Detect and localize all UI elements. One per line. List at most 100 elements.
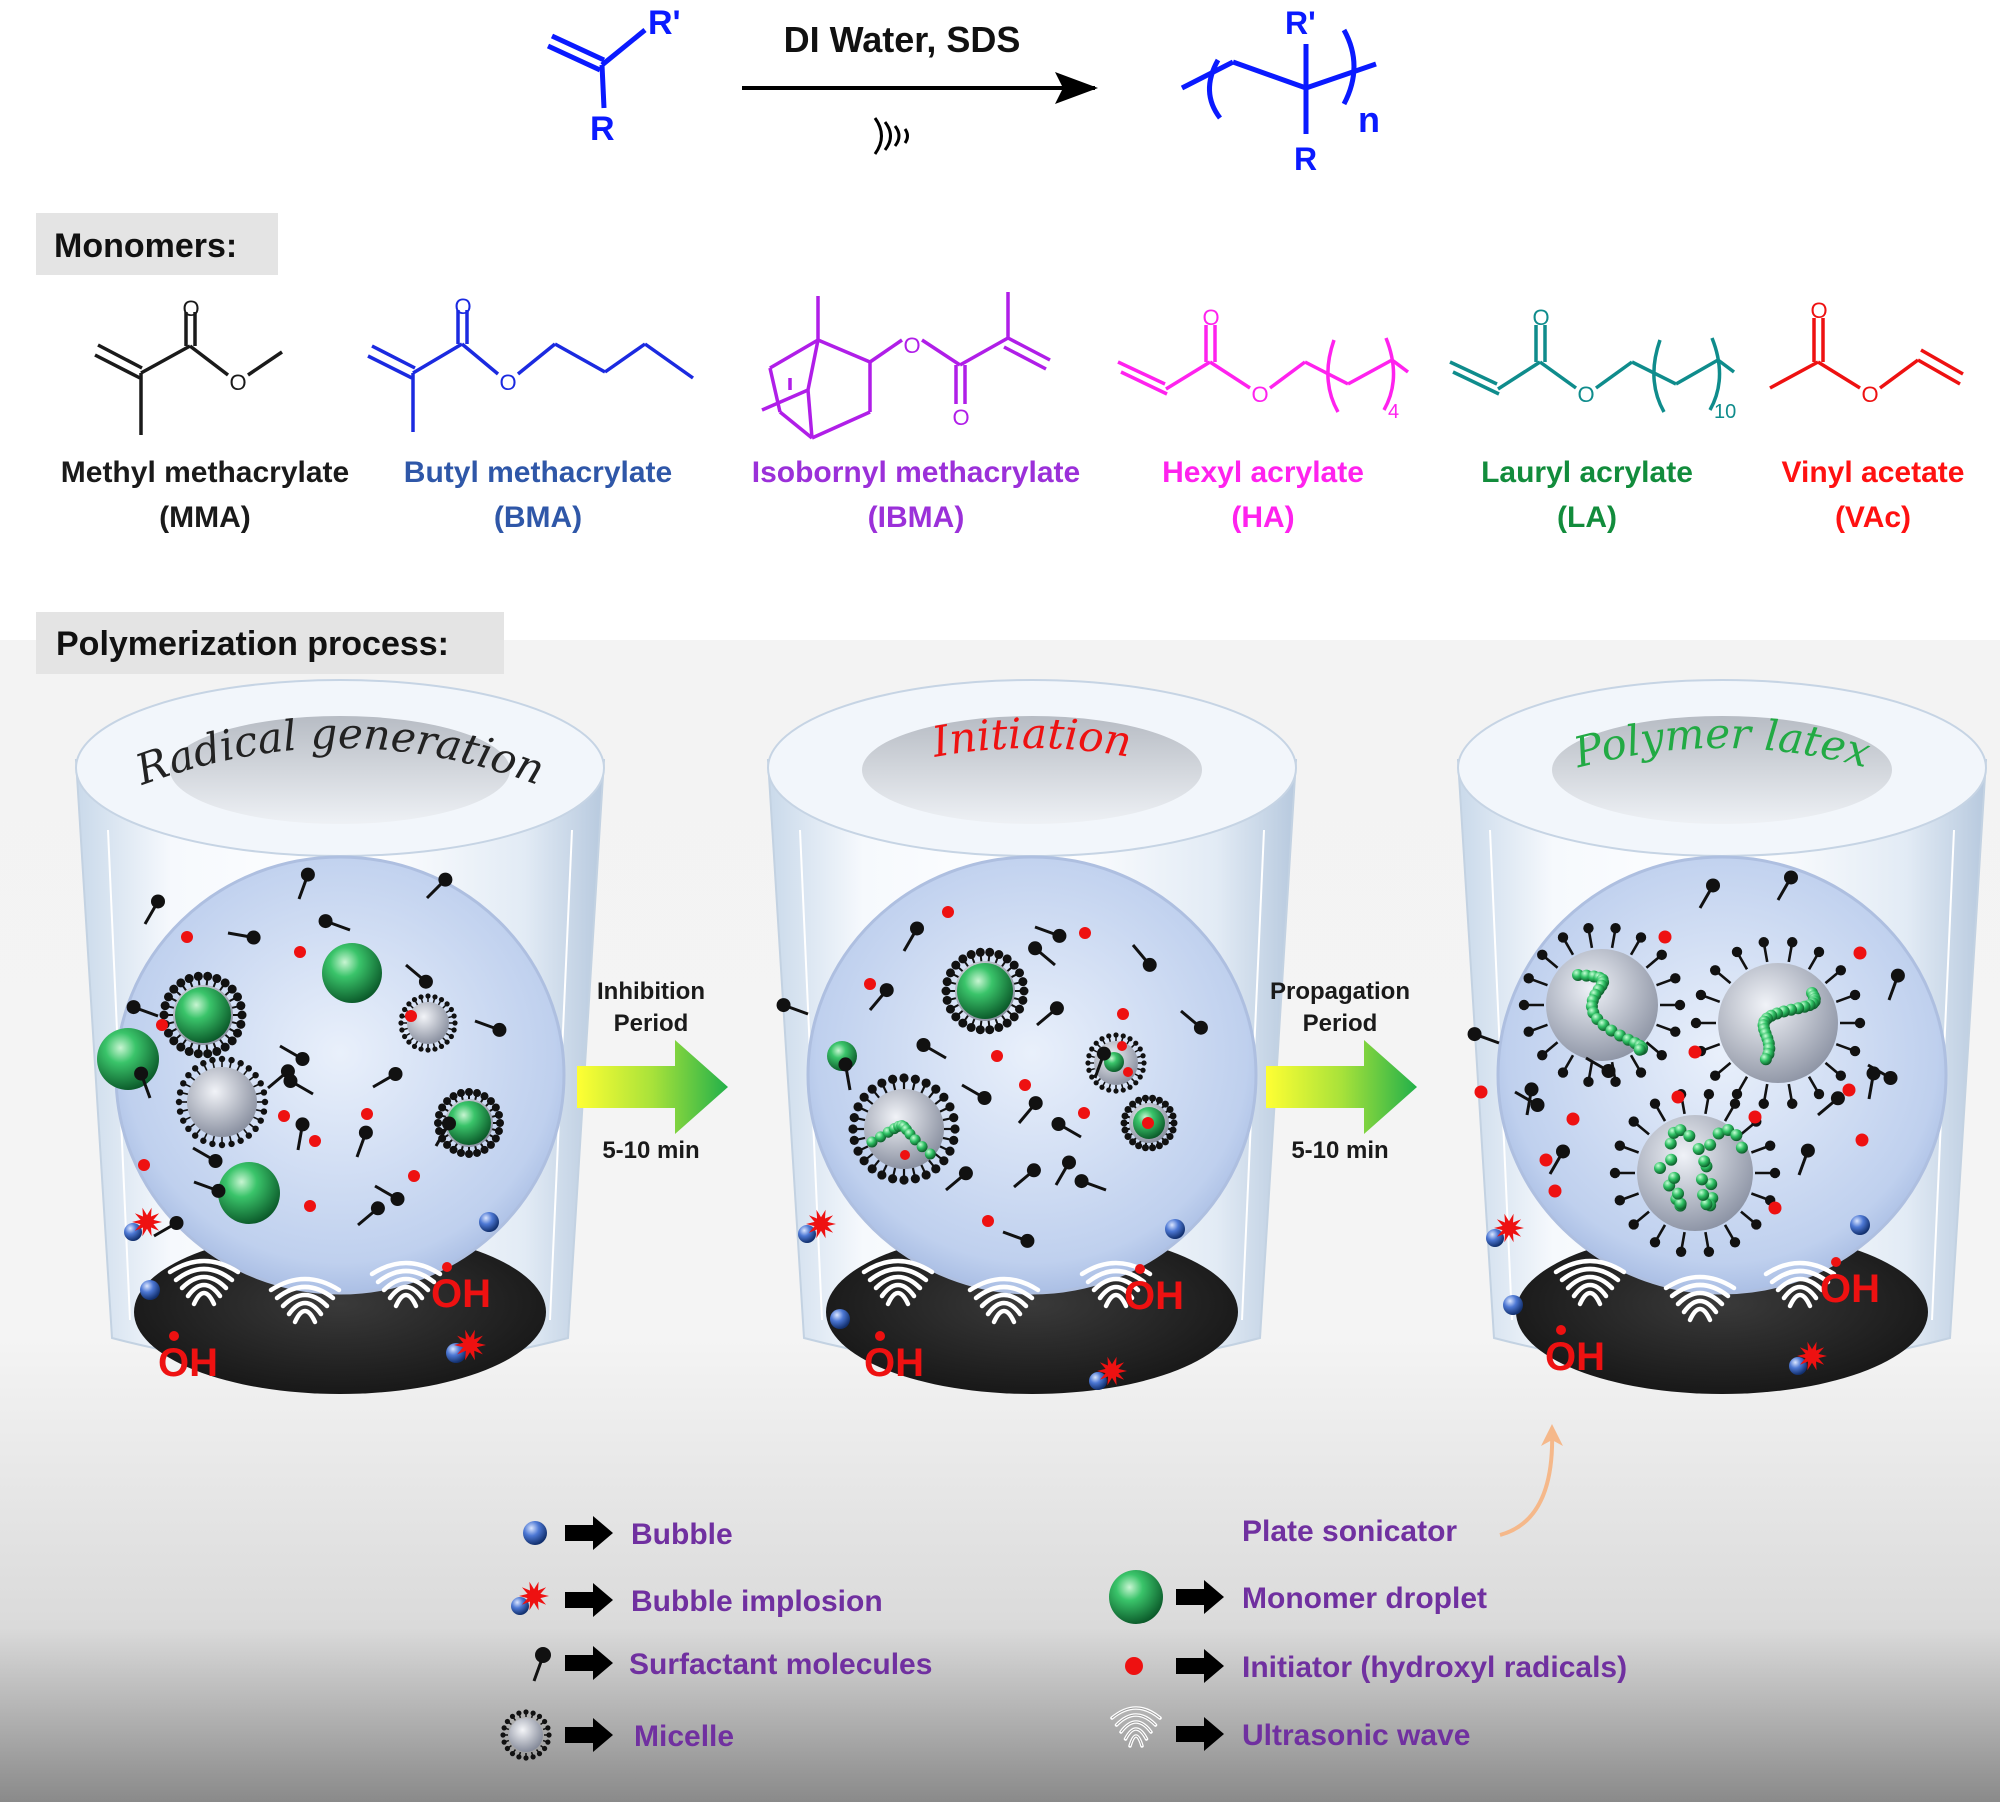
micelle-icon bbox=[509, 1718, 543, 1752]
micelle-surfactant-head bbox=[994, 950, 1004, 960]
mma-ester-o: O bbox=[229, 370, 246, 395]
micelle-surfactant-head bbox=[1854, 1017, 1866, 1029]
polymer-bead bbox=[1665, 1153, 1678, 1166]
reaction-scheme: R' R DI Water, SDS R' R n bbox=[546, 4, 1380, 177]
surfactant-head bbox=[879, 983, 894, 998]
micelle-surfactant-head bbox=[191, 1065, 199, 1072]
radical-dot bbox=[1556, 1325, 1566, 1335]
micelle-core bbox=[407, 1002, 449, 1044]
micelle-surfactant-head bbox=[473, 1089, 482, 1098]
micelle-surfactant-head bbox=[910, 1074, 920, 1084]
initiator-radical bbox=[309, 1135, 321, 1147]
micelle-surfactant-head bbox=[942, 977, 952, 987]
surfactant-head bbox=[151, 894, 165, 909]
micelle-surfactant-head bbox=[448, 1006, 454, 1013]
micelle-surfactant-head bbox=[227, 984, 237, 994]
monomer-abbreviation: (MMA) bbox=[159, 501, 251, 534]
micelle-surfactant-head bbox=[1675, 1246, 1687, 1257]
micelle-surfactant-head bbox=[1106, 1087, 1112, 1093]
micelle-surfactant-head bbox=[451, 1027, 457, 1033]
ultrasonic-wave-arc bbox=[1675, 1290, 1725, 1307]
monomer-droplet bbox=[957, 963, 1013, 1019]
micelle-surfactant-head bbox=[203, 971, 213, 981]
plate-callout-arrowhead bbox=[1541, 1424, 1563, 1446]
plate-sonicator-callout: Plate sonicator bbox=[1242, 1424, 1563, 1548]
initiator-radical bbox=[181, 931, 193, 943]
micelle-surfactant-head bbox=[169, 984, 179, 994]
surfactant-head bbox=[126, 1000, 141, 1015]
micelle-surfactant-head bbox=[1018, 977, 1028, 987]
legend-label: Surfactant molecules bbox=[629, 1648, 932, 1681]
micelle-surfactant-head bbox=[185, 1071, 192, 1079]
legend-arrow-icon bbox=[565, 1646, 613, 1680]
micelle-surfactant-head bbox=[1124, 1133, 1132, 1141]
ultrasonic-wave-arc bbox=[1781, 1284, 1819, 1301]
micelle-surfactant-head bbox=[1141, 1144, 1149, 1152]
micelle-surfactant-head bbox=[849, 1113, 859, 1123]
micelle-surfactant-head bbox=[1731, 946, 1743, 958]
micelle-surfactant-head bbox=[1141, 1094, 1149, 1102]
micelle-surfactant-head bbox=[1635, 932, 1647, 943]
initiator-radical bbox=[900, 1150, 910, 1160]
micelle-surfactant-head bbox=[1106, 1033, 1112, 1039]
micelle-surfactant-head bbox=[1120, 1033, 1126, 1039]
micelle-surfactant-head bbox=[1089, 1074, 1095, 1080]
micelle-surfactant-head bbox=[1127, 1084, 1133, 1090]
micelle-surfactant-head bbox=[1085, 1060, 1091, 1066]
monomer-abbreviation: (LA) bbox=[1557, 501, 1617, 534]
micelle-surfactant-head bbox=[1518, 999, 1530, 1011]
micelle-surfactant-head bbox=[1149, 1094, 1157, 1102]
bubble bbox=[523, 1521, 547, 1545]
micelle-surfactant-head bbox=[1099, 1084, 1105, 1090]
bma-ester-o: O bbox=[499, 370, 516, 395]
ultrasonic-wave-arc bbox=[1681, 1298, 1719, 1315]
micelle-surfactant-head bbox=[1813, 1088, 1825, 1100]
micelle-surfactant-head bbox=[398, 1020, 404, 1026]
polymer-bead bbox=[1695, 1173, 1708, 1186]
surfactant-head bbox=[300, 867, 315, 882]
ultrasonic-wave-arc bbox=[280, 1292, 330, 1309]
vac-structure bbox=[1769, 318, 1964, 390]
micelle-surfactant-head bbox=[1137, 1074, 1143, 1080]
micelle-surfactant-head bbox=[443, 1097, 452, 1106]
process-section-label: Polymerization process: bbox=[56, 625, 449, 663]
surfactant-head bbox=[1028, 941, 1043, 956]
micelle-surfactant-head bbox=[545, 1739, 551, 1745]
micelle-surfactant-head bbox=[438, 1043, 445, 1049]
radical-dot bbox=[1831, 1257, 1841, 1267]
bubble-implosion-burst bbox=[1797, 1341, 1827, 1371]
micelle-surfactant-head bbox=[425, 1047, 431, 1053]
micelle-surfactant-head bbox=[951, 960, 961, 970]
ultrasonic-wave-arc bbox=[393, 1292, 419, 1309]
micelle-surfactant-head bbox=[546, 1732, 552, 1738]
micelle-surfactant-head bbox=[501, 1739, 507, 1745]
micelle-surfactant-head bbox=[451, 1013, 457, 1019]
legend-label: Bubble implosion bbox=[631, 1585, 883, 1618]
initiator-radical bbox=[1019, 1079, 1031, 1091]
micelle-surfactant-head bbox=[530, 1754, 536, 1760]
cup-opening bbox=[862, 716, 1202, 824]
surfactant-head bbox=[1866, 1066, 1881, 1081]
transition-time: 5-10 min bbox=[1291, 1137, 1388, 1164]
micelle-surfactant-head bbox=[444, 1039, 450, 1045]
initiator-radical bbox=[1117, 1041, 1127, 1051]
micelle-surfactant-head bbox=[236, 1019, 246, 1029]
ultrasonic-wave-arc bbox=[885, 1290, 911, 1307]
surfactant-head bbox=[418, 974, 433, 989]
micelle-surfactant-head bbox=[406, 1039, 412, 1045]
polymer-bead bbox=[1712, 1127, 1725, 1140]
micelle-surfactant-head bbox=[877, 1078, 887, 1088]
monomer-droplet bbox=[97, 1028, 159, 1090]
micelle-surfactant-head bbox=[1690, 1017, 1702, 1029]
micelle-surfactant-head bbox=[236, 1001, 246, 1011]
initiator-radical bbox=[304, 1200, 316, 1212]
radical-dot bbox=[1135, 1264, 1145, 1274]
surfactant-head bbox=[1142, 957, 1157, 972]
polymer-bead bbox=[1668, 1171, 1681, 1184]
legend-label: Micelle bbox=[634, 1720, 734, 1753]
micelle-surfactant-head bbox=[1161, 1100, 1169, 1108]
bubble bbox=[1165, 1219, 1185, 1239]
ultrasonic-wave-arc bbox=[985, 1300, 1023, 1317]
micelle-surfactant-head bbox=[432, 994, 438, 1000]
